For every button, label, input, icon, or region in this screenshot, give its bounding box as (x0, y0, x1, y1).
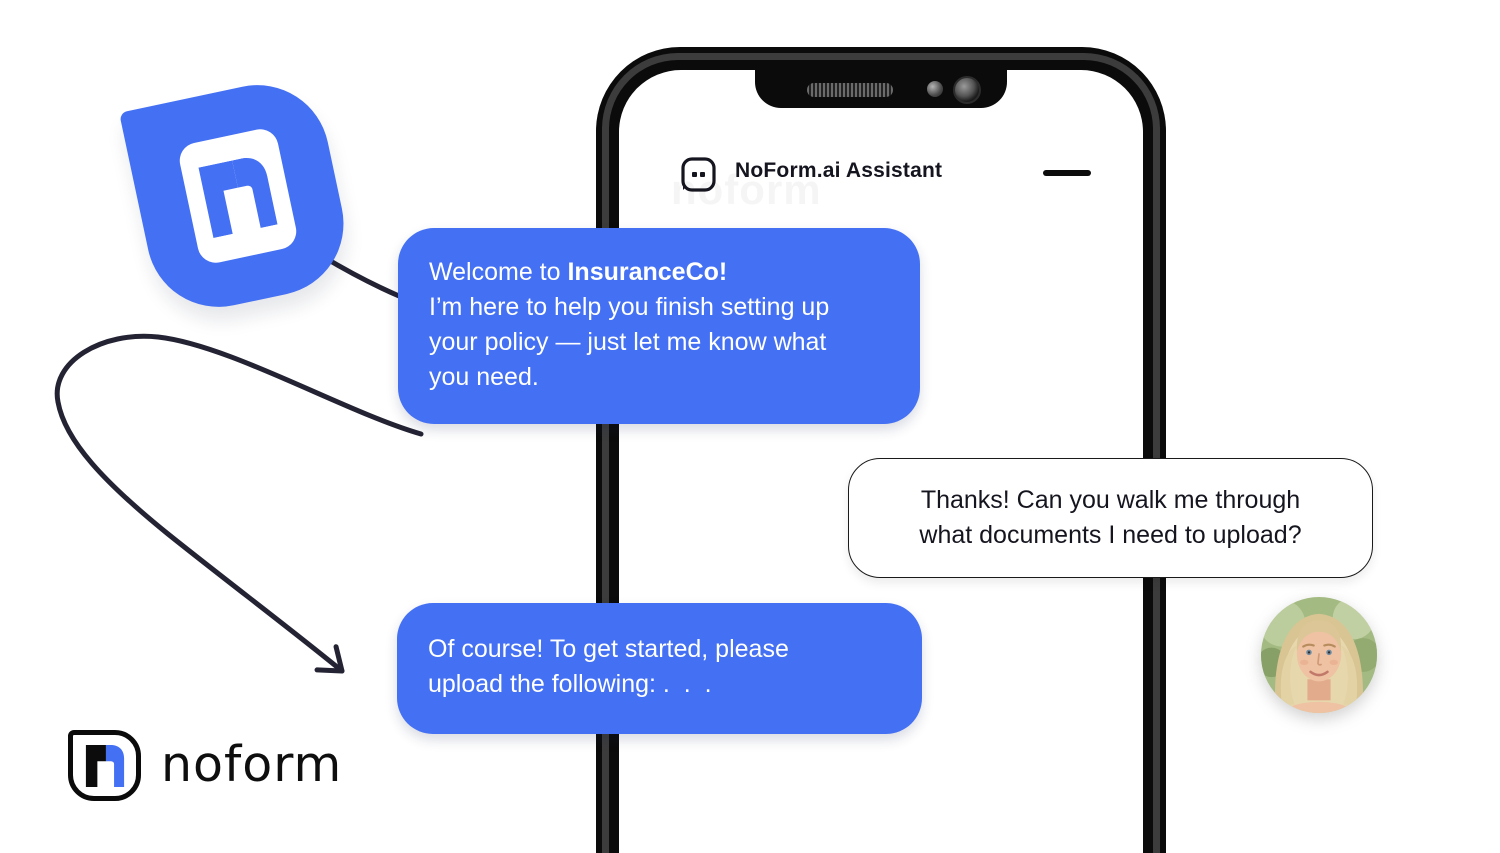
camera-lens (953, 76, 981, 104)
noform-n-glyph-small-icon (85, 744, 124, 787)
message-line: Of course! To get started, please (428, 635, 789, 663)
customer-avatar (1261, 597, 1377, 713)
assistant-title: NoForm.ai Assistant (735, 159, 943, 182)
message-line: Welcome to InsuranceCo! (429, 258, 728, 286)
phone-notch (755, 70, 1007, 108)
noform-logo-card (176, 125, 300, 267)
message-line: what documents I need to upload? (919, 521, 1302, 549)
message-line: upload the following: . . . (428, 670, 712, 698)
message-line: Thanks! Can you walk me through (920, 486, 1301, 514)
minimize-dash[interactable] (1043, 170, 1091, 176)
assistant-message-welcome: Welcome to InsuranceCo! I’m here to help… (398, 228, 920, 424)
noform-footer-logo (68, 730, 141, 801)
speaker-grille (807, 83, 893, 97)
proximity-sensor-dot (927, 81, 943, 97)
noform-n-glyph-icon (198, 158, 278, 239)
chat-bot-icon (681, 157, 716, 197)
assistant-message-upload: Of course! To get started, please upload… (397, 603, 922, 734)
message-line: I’m here to help you finish setting up (429, 293, 830, 321)
message-line: you need. (429, 363, 539, 391)
brand-name-bold: InsuranceCo! (567, 258, 728, 286)
message-line: your policy — just let me know what (429, 328, 827, 356)
noform-wordmark: noform (161, 736, 343, 793)
user-message: Thanks! Can you walk me through what doc… (848, 458, 1373, 578)
noform-app-logo (119, 71, 357, 321)
